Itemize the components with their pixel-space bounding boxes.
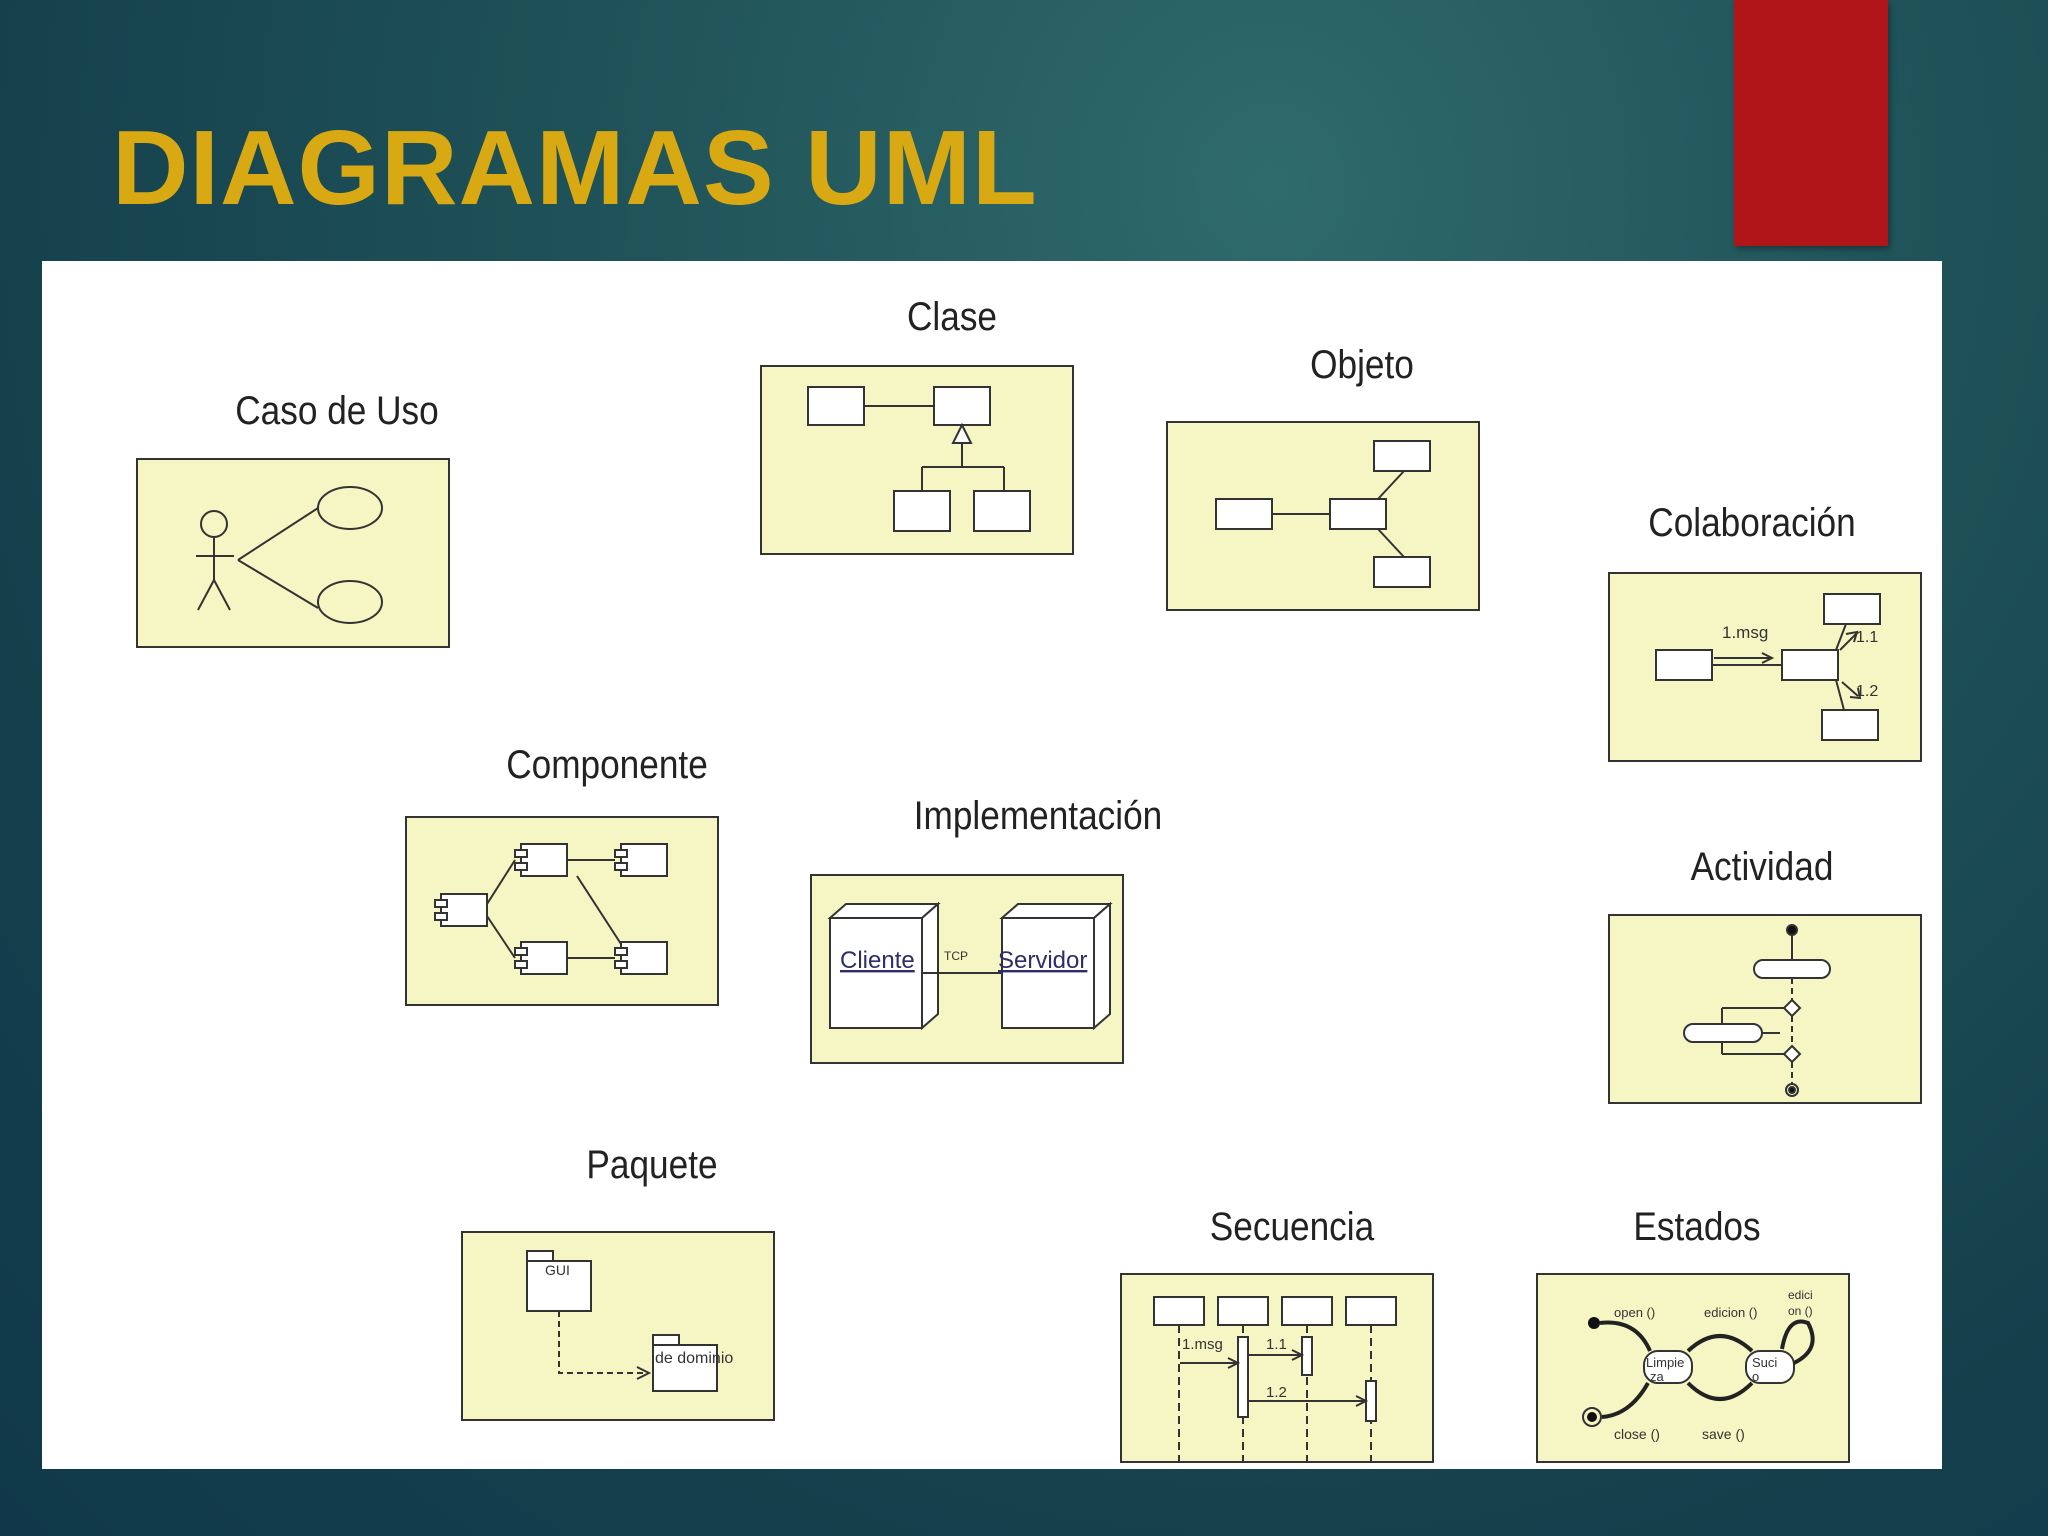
link-tcp-text: TCP <box>944 949 968 963</box>
ev-edicion-self-1-text: edici <box>1788 1288 1813 1302</box>
ev-edicion-self-2-text: on () <box>1788 1304 1813 1318</box>
initial-state-icon <box>1588 1317 1600 1329</box>
colab-msg-a-text: 1.1 <box>1856 629 1878 646</box>
diagram-objeto <box>1166 421 1480 611</box>
diagram-colaboracion: 1.msg 1.1 1.2 <box>1608 572 1922 762</box>
st-sucio-2-text: o <box>1752 1369 1759 1384</box>
node-cliente-text: Cliente <box>840 947 915 974</box>
pkg-dominio-text: de dominio <box>655 1350 733 1367</box>
st-limpio-1-text: Limpie <box>1646 1355 1684 1370</box>
ev-save-text: save () <box>1702 1426 1745 1442</box>
node-servidor-text: Servidor <box>998 947 1087 974</box>
diagram-paquete: GUI de dominio <box>461 1231 775 1421</box>
diagrams-panel: Caso de Uso Clase <box>42 261 1942 1469</box>
pkg-gui-text: GUI <box>545 1262 570 1278</box>
ev-edicion-text: edicion () <box>1704 1305 1757 1320</box>
diagram-estados: open () edicion () edici on () Limpie za… <box>1536 1273 1850 1463</box>
diagram-implementacion: Cliente Servidor TCP <box>810 874 1124 1064</box>
label-componente: Componente <box>506 743 708 787</box>
diagram-secuencia: 1.msg 1.1 1.2 <box>1120 1273 1434 1463</box>
seq-msg12-text: 1.2 <box>1266 1384 1287 1401</box>
label-actividad: Actividad <box>1690 845 1834 889</box>
diagram-clase <box>760 365 1074 555</box>
label-caso-de-uso: Caso de Uso <box>235 389 439 433</box>
label-paquete: Paquete <box>586 1143 718 1187</box>
seq-msg1-text: 1.msg <box>1182 1336 1223 1353</box>
st-limpio-2-text: za <box>1650 1369 1665 1384</box>
diagram-actividad <box>1608 914 1922 1104</box>
colab-msg-b-text: 1.2 <box>1856 683 1878 700</box>
label-objeto: Objeto <box>1310 343 1414 387</box>
st-sucio-1-text: Suci <box>1752 1355 1777 1370</box>
diagram-componente <box>405 816 719 1006</box>
diagram-caso-de-uso <box>136 458 450 648</box>
slide-title: DIAGRAMAS UML <box>112 109 1038 227</box>
label-secuencia: Secuencia <box>1209 1205 1375 1249</box>
label-clase: Clase <box>906 295 997 339</box>
colab-msg-text: 1.msg <box>1722 623 1768 642</box>
label-implementacion: Implementación <box>913 794 1163 838</box>
final-state-icon <box>1582 1407 1602 1427</box>
accent-tab <box>1734 0 1888 246</box>
label-estados: Estados <box>1633 1205 1761 1249</box>
ev-close-text: close () <box>1614 1426 1660 1442</box>
seq-msg11-text: 1.1 <box>1266 1336 1287 1353</box>
ev-open-text: open () <box>1614 1305 1655 1320</box>
label-colaboracion: Colaboración <box>1648 501 1856 545</box>
